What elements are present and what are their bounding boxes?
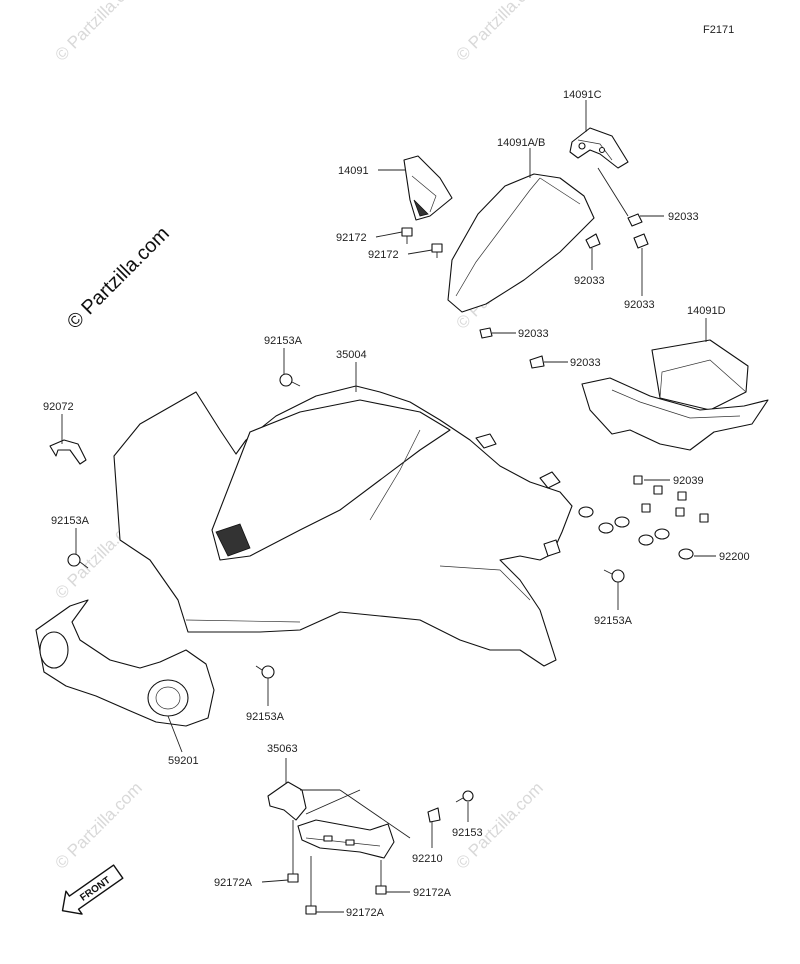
- part-label-92153a: 92153A: [51, 515, 90, 527]
- cover-14091-drawing: [403, 155, 453, 221]
- part-label-92200: 92200: [719, 551, 750, 563]
- headlight-bezel-59201-drawing: [35, 599, 215, 727]
- part-label-92172a: 92172A: [413, 887, 452, 899]
- part-labels: 14091C 14091A/B 14091 92033 92172 92172 …: [43, 89, 750, 919]
- part-label-92039: 92039: [673, 475, 704, 487]
- part-label-35004: 35004: [336, 349, 367, 361]
- front-arrow-badge: FRONT: [61, 864, 124, 915]
- faint-watermark: © Partzilla.com: [51, 778, 145, 872]
- clip-92033-drawing: [479, 213, 649, 369]
- bracket-35063-drawing: [267, 781, 474, 859]
- screw-92172-drawing: [401, 227, 443, 258]
- part-label-92033: 92033: [574, 275, 605, 287]
- part-label-14091c: 14091C: [563, 89, 602, 101]
- part-label-35063: 35063: [267, 743, 298, 755]
- part-label-92033: 92033: [624, 299, 655, 311]
- figure-code: F2171: [703, 24, 734, 36]
- part-label-14091d: 14091D: [687, 305, 726, 317]
- part-label-92153a: 92153A: [246, 711, 285, 723]
- windshield-14091ab-drawing: [447, 173, 595, 313]
- part-label-92072: 92072: [43, 401, 74, 413]
- part-label-92172a: 92172A: [346, 907, 385, 919]
- part-label-92172: 92172: [336, 232, 367, 244]
- clip-92072-drawing: [49, 439, 87, 465]
- part-label-92153a: 92153A: [594, 615, 633, 627]
- part-label-92033: 92033: [518, 328, 549, 340]
- part-label-92033: 92033: [668, 211, 699, 223]
- screw-92039-washer-92200-drawing: [578, 475, 709, 560]
- faint-watermark: © Partzilla.com: [452, 0, 546, 65]
- part-label-92172: 92172: [368, 249, 399, 261]
- part-label-92153: 92153: [452, 827, 483, 839]
- cover-14091d-drawing: [581, 339, 769, 451]
- brand-watermark: © Partzilla.com: [63, 223, 174, 334]
- leader-lines: [61, 100, 716, 913]
- part-label-92210: 92210: [412, 853, 443, 865]
- part-label-14091ab: 14091A/B: [497, 137, 545, 149]
- part-label-92172a: 92172A: [214, 877, 253, 889]
- part-label-59201: 59201: [168, 755, 199, 767]
- front-fender-35004-drawing: [113, 385, 573, 667]
- part-label-92033: 92033: [570, 357, 601, 369]
- faint-watermark: © Partzilla.com: [51, 0, 145, 65]
- bracket-14091c-drawing: [569, 127, 629, 169]
- part-label-92153a: 92153A: [264, 335, 303, 347]
- part-label-14091: 14091: [338, 165, 369, 177]
